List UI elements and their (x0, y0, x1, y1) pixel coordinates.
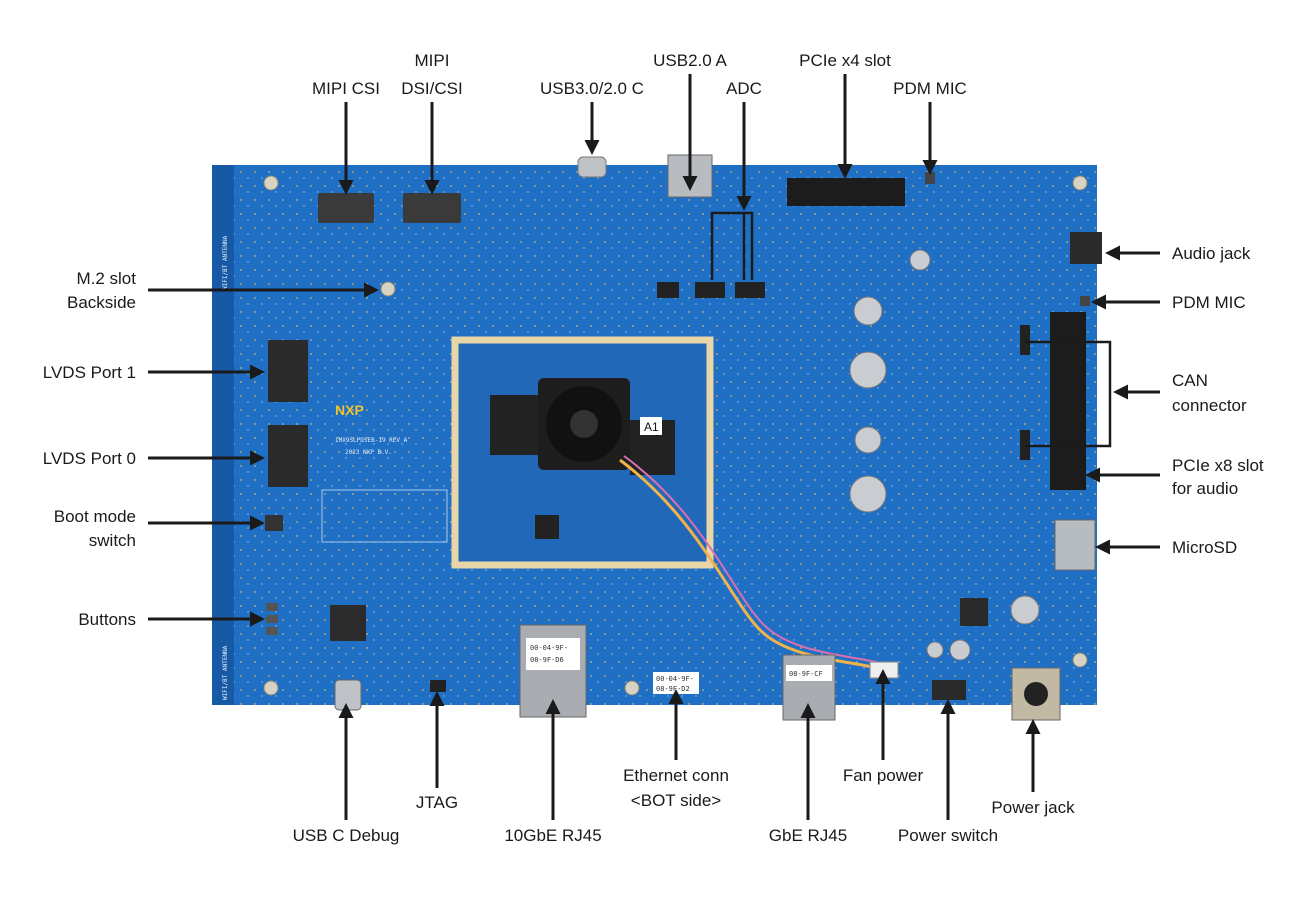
lvds-port-0 (268, 425, 308, 487)
board-name: IMX95LPD5EB-19 REV A (335, 437, 408, 444)
jtag-header (430, 680, 446, 692)
mac-1g: 08-9F-CF (789, 670, 823, 678)
label-pcie-x4: PCIe x4 slot (799, 51, 891, 70)
label-mipi-csi: MIPI CSI (312, 79, 380, 98)
inductors (849, 249, 1040, 661)
label-ethernet-line1: Ethernet conn (623, 766, 729, 785)
antenna-strip (212, 165, 234, 705)
pcie-x8-slot (1050, 312, 1086, 490)
nxp-logo: NXP (335, 402, 364, 418)
label-adc: ADC (726, 79, 762, 98)
antenna-label-bottom: WIFI/BT ANTENNA (222, 645, 229, 700)
antenna-label-top: WIFI/BT ANTENNA (222, 235, 229, 290)
label-pdm-mic-right: PDM MIC (1172, 293, 1246, 312)
label-microsd: MicroSD (1172, 538, 1237, 557)
chip-marker: A1 (644, 420, 659, 434)
label-pcie-x8-line2: for audio (1172, 479, 1238, 498)
label-usb3-c: USB3.0/2.0 C (540, 79, 644, 98)
mac-bot-line2: 08-9F-D2 (656, 685, 690, 693)
label-can-line1: CAN (1172, 371, 1208, 390)
lvds-port-1 (268, 340, 308, 402)
mac-10g-line1: 00-04-9F- (530, 644, 568, 652)
label-usb2-a: USB2.0 A (653, 51, 727, 70)
buttons (266, 603, 278, 635)
label-pdm-mic-top: PDM MIC (893, 79, 967, 98)
label-jtag: JTAG (416, 793, 458, 812)
boot-mode-switch (265, 515, 283, 531)
boot-mode-table (321, 489, 448, 543)
label-m2-line2: Backside (67, 293, 136, 312)
label-lvds1: LVDS Port 1 (43, 363, 136, 382)
callout-arrows (148, 74, 1160, 820)
label-mipi-dsi-line1: MIPI (415, 51, 450, 70)
mac-bot-line1: 00-04-9F- (656, 675, 694, 683)
usb-c-connector (577, 156, 607, 178)
mac-label-bot (653, 672, 699, 694)
label-audio-jack: Audio jack (1172, 244, 1251, 263)
mac-10g-line2: 08-9F-D6 (530, 656, 564, 664)
mac-label-10g (526, 638, 580, 670)
label-lvds0: LVDS Port 0 (43, 449, 136, 468)
label-pcie-x8-line1: PCIe x8 slot (1172, 456, 1264, 475)
cooling-fan (538, 378, 630, 470)
pcie-x4-slot (787, 178, 905, 206)
label-power-jack: Power jack (991, 798, 1075, 817)
dev-board: WIFI/BT ANTENNA WIFI/BT ANTENNA (212, 154, 1102, 721)
label-boot-line1: Boot mode (54, 507, 136, 526)
chip-marker-tag (640, 417, 662, 435)
label-fan-power: Fan power (843, 766, 924, 785)
adc-headers (657, 282, 765, 298)
usb-c-debug (334, 679, 362, 711)
mipi-dsi-csi-connector (403, 193, 461, 223)
microsd-slot (1054, 519, 1096, 571)
label-buttons: Buttons (78, 610, 136, 629)
label-can-line2: connector (1172, 396, 1247, 415)
board-copyright: 2023 NXP B.V. (345, 449, 392, 456)
debug-chip (330, 605, 366, 641)
label-gbe-rj45: GbE RJ45 (769, 826, 847, 845)
label-10gbe-rj45: 10GbE RJ45 (504, 826, 601, 845)
label-power-switch: Power switch (898, 826, 998, 845)
memory-chip (490, 395, 540, 455)
label-mipi-dsi-line2: DSI/CSI (401, 79, 462, 98)
pdm-mic-top (925, 172, 935, 184)
label-ethernet-line2: <BOT side> (631, 791, 721, 810)
mipi-csi-connector (318, 193, 374, 223)
label-m2-line1: M.2 slot (76, 269, 136, 288)
label-usb-c-debug: USB C Debug (293, 826, 400, 845)
audio-jack (1070, 232, 1102, 264)
power-switch (932, 680, 966, 700)
pdm-mic-right (1080, 296, 1090, 306)
label-boot-line2: switch (89, 531, 136, 550)
mounting-holes (263, 175, 1088, 696)
fan-cable (619, 458, 886, 672)
